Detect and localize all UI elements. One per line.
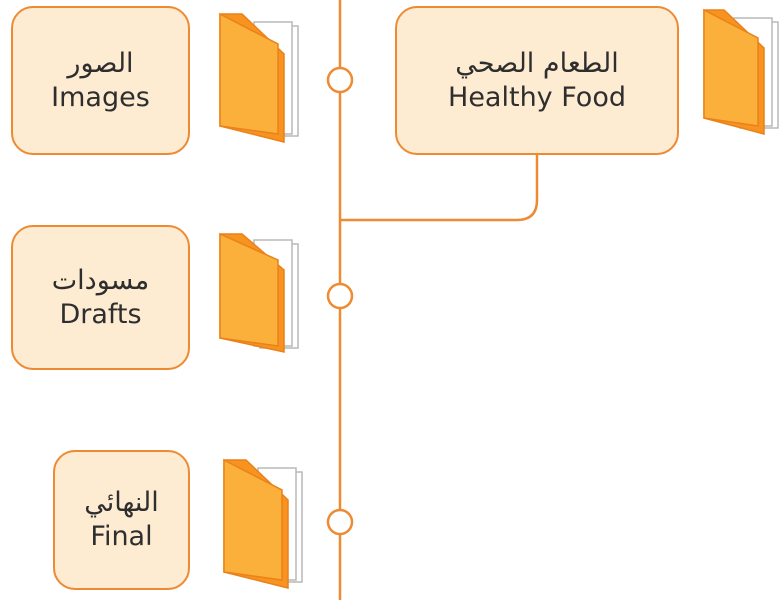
final-english-label: Final: [90, 521, 153, 552]
healthy-food-english-label: Healthy Food: [448, 81, 626, 113]
folder-icon: [703, 8, 779, 135]
healthy-food-connector: [340, 155, 539, 222]
images-arabic-label: الصور: [67, 47, 134, 79]
final-box[interactable]: النهائي Final: [53, 450, 190, 590]
folder-icon: [219, 232, 299, 353]
images-box[interactable]: الصور Images: [11, 6, 190, 155]
node-drafts: [326, 282, 354, 310]
final-arabic-label: النهائي: [84, 487, 159, 519]
node-final: [326, 508, 354, 536]
drafts-english-label: Drafts: [59, 298, 142, 330]
drafts-box[interactable]: مسودات Drafts: [11, 225, 190, 370]
images-english-label: Images: [51, 81, 150, 113]
folder-icon: [219, 12, 299, 143]
drafts-arabic-label: مسودات: [51, 264, 150, 296]
healthy-food-arabic-label: الطعام الصحي: [455, 47, 619, 79]
folder-icon: [223, 458, 303, 589]
node-images: [326, 66, 354, 94]
healthy-food-box[interactable]: الطعام الصحي Healthy Food: [395, 6, 679, 155]
